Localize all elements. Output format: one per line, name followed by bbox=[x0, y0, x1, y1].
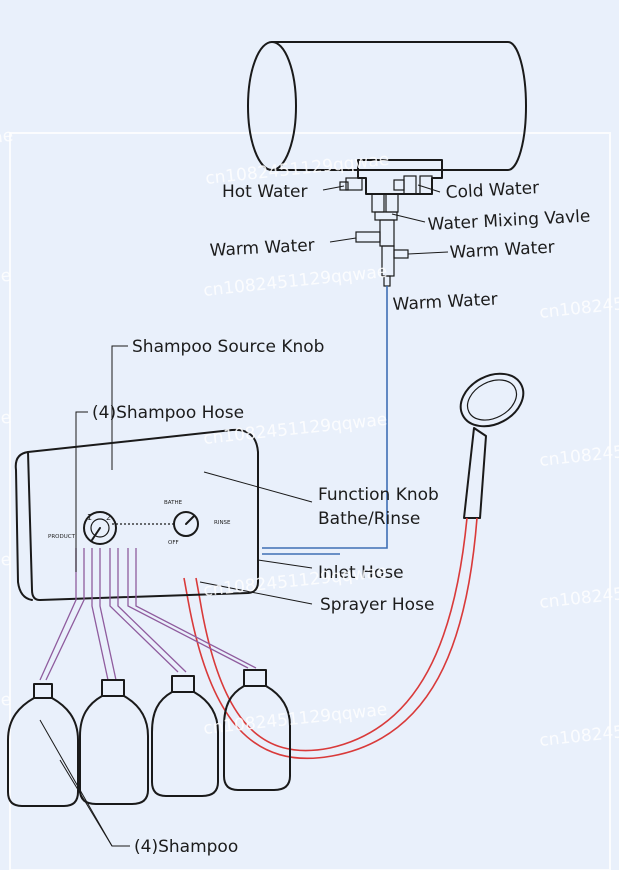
label-function-knob: Function Knob bbox=[318, 485, 439, 505]
function-knob[interactable] bbox=[173, 511, 199, 537]
bathe-label: BATHE bbox=[164, 500, 183, 506]
shampoo-bottle-4 bbox=[223, 669, 291, 791]
top-leader-lines bbox=[322, 184, 449, 255]
knob-position-2: 2 bbox=[106, 513, 111, 522]
inlet-water-pipe bbox=[262, 286, 388, 549]
watermark-5: cn1082451129qqwae bbox=[538, 284, 619, 323]
image-frame bbox=[9, 132, 611, 870]
water-heater-tank bbox=[247, 41, 527, 171]
shampoo-bottle-3 bbox=[151, 675, 219, 797]
label-inlet-hose: Inlet Hose bbox=[318, 563, 404, 583]
label-warm-water-left: Warm Water bbox=[209, 236, 315, 261]
label-warm-water-right: Warm Water bbox=[449, 238, 555, 263]
shampoo-source-knob[interactable] bbox=[83, 511, 117, 545]
knob-position-1: 1 bbox=[87, 513, 92, 522]
label-water-mixing-valve: Water Mixing Vavle bbox=[427, 207, 591, 235]
label-shampoo-source-knob: Shampoo Source Knob bbox=[132, 337, 324, 357]
lower-leader-lines bbox=[39, 345, 313, 847]
shampoo-hoses bbox=[39, 548, 257, 681]
watermark-1: cn1082451129qqwae bbox=[0, 126, 14, 165]
mixing-valve-assembly bbox=[339, 159, 443, 287]
watermark-14: cn1082451129qqwae bbox=[538, 712, 619, 751]
label-hot-water: Hot Water bbox=[222, 182, 308, 202]
shampoo-bottle-2 bbox=[79, 679, 149, 805]
label-warm-water-pipe: Warm Water bbox=[392, 290, 498, 315]
label-bathe-rinse: Bathe/Rinse bbox=[318, 509, 420, 529]
rinse-label: RINSE bbox=[214, 520, 231, 526]
label-shampoo: (4)Shampoo bbox=[134, 837, 238, 857]
label-shampoo-hose: (4)Shampoo Hose bbox=[92, 403, 244, 423]
label-sprayer-hose: Sprayer Hose bbox=[320, 595, 434, 615]
watermark-13: cn1082451129qqwae bbox=[202, 700, 388, 739]
shampoo-bottle-1 bbox=[7, 683, 79, 807]
label-cold-water: Cold Water bbox=[445, 178, 539, 203]
watermark-4: cn1082451129qqwae bbox=[202, 262, 388, 301]
watermark-8: cn1082451129qqwae bbox=[538, 432, 619, 471]
watermark-11: cn1082451129qqwae bbox=[538, 574, 619, 613]
product-label: PRODUCT bbox=[48, 534, 76, 540]
shower-head bbox=[459, 372, 525, 519]
sprayer-hose bbox=[183, 517, 478, 760]
off-label: OFF bbox=[168, 540, 179, 546]
control-panel bbox=[14, 428, 259, 601]
